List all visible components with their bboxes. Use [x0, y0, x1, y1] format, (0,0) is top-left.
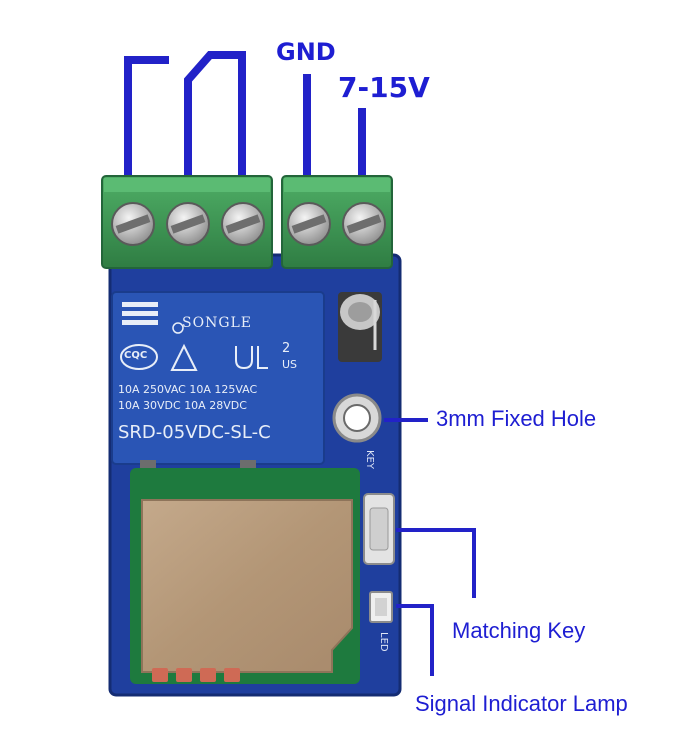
gnd-label: GND [276, 38, 336, 66]
capacitor-component [338, 292, 382, 362]
module-pads [152, 668, 240, 682]
registered-mark-icon [172, 322, 184, 334]
relay-ratings-line-1: 10A 250VAC 10A 125VAC [118, 383, 258, 396]
ul-mark-icon: 2 US [235, 341, 297, 371]
screw-terminal-icon [221, 202, 265, 246]
svg-text:2: 2 [282, 341, 290, 356]
signal-lamp-label: Signal Indicator Lamp [415, 691, 628, 716]
pointer-line [396, 528, 476, 598]
key-silkscreen: KEY [364, 450, 375, 469]
signal-led [369, 591, 393, 623]
wire-leads [124, 51, 366, 184]
svg-text:US: US [282, 358, 297, 371]
relay-brand: SONGLE [182, 315, 253, 331]
songle-logo-icon [122, 302, 158, 325]
mounting-hole-icon [332, 393, 382, 443]
warning-triangle-icon [170, 343, 198, 371]
pointer-line [396, 604, 434, 676]
relay-cqc-label: CQC [124, 350, 148, 361]
rf-module [130, 468, 360, 684]
rf-shield [141, 499, 353, 673]
matching-key-button [363, 493, 395, 565]
relay-ratings-line-2: 10A 30VDC 10A 28VDC [118, 399, 247, 412]
screw-terminal-icon [111, 202, 155, 246]
voltage-label: 7-15V [338, 71, 430, 104]
matching-key-label: Matching Key [452, 618, 586, 643]
wire-lead [124, 56, 169, 184]
cqc-mark-icon [120, 344, 158, 370]
terminal-block-3pin [101, 175, 273, 269]
screw-terminal-icon [287, 202, 331, 246]
screw-terminal-icon [342, 202, 386, 246]
annotation-pointers [384, 418, 476, 676]
wire-lead [184, 51, 246, 184]
fixed-hole-label: 3mm Fixed Hole [436, 406, 597, 431]
relay-model: SRD-05VDC-SL-C [118, 422, 271, 443]
led-silkscreen: LED [378, 632, 389, 652]
terminal-block-2pin [281, 175, 393, 269]
screw-terminal-icon [166, 202, 210, 246]
relay-component: 2 US [111, 291, 325, 472]
